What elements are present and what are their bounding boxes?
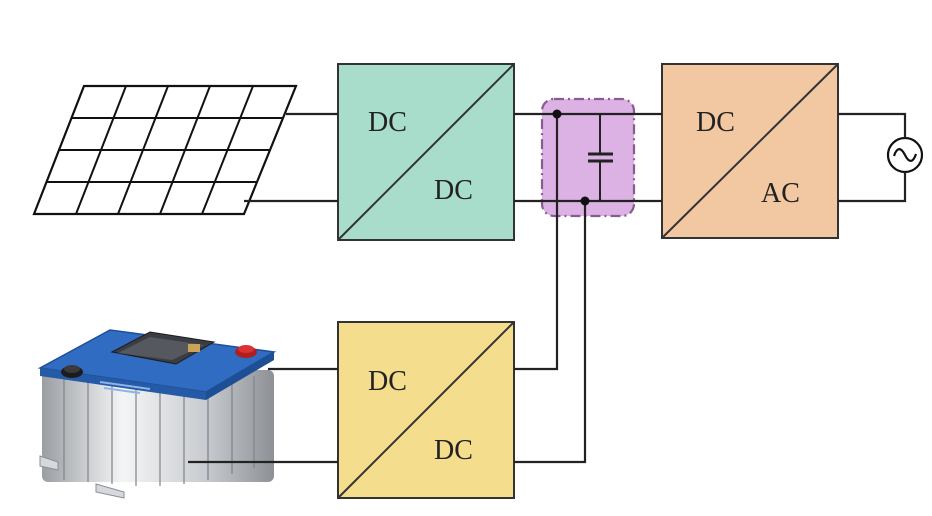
storage-dcdc-diagonal — [337, 321, 515, 499]
inverter-input-label: DC — [696, 107, 735, 138]
pv-dcdc-diagonal — [337, 63, 515, 241]
inverter-output-label: AC — [761, 178, 800, 209]
solar-panel-icon — [32, 84, 298, 216]
wire-ac-top — [838, 112, 907, 138]
storage-dcdc-input-label: DC — [368, 366, 407, 397]
dc-link-capacitor — [540, 97, 636, 218]
wiring — [188, 109, 907, 464]
supercapacitor-module-icon — [37, 329, 277, 499]
capacitor-icon — [588, 114, 613, 201]
junction-bottom — [580, 196, 590, 206]
ac-source-icon — [886, 136, 924, 174]
pv-dcdc-input-label: DC — [368, 107, 407, 138]
dc-link-box — [540, 97, 636, 218]
junction-top — [552, 109, 562, 119]
wire-drop-top — [514, 114, 559, 371]
pv-dcdc-output-label: DC — [434, 175, 473, 206]
inverter-diagonal — [661, 63, 839, 239]
pv-dcdc-converter: DC DC — [337, 63, 515, 241]
wire-drop-bottom — [514, 201, 587, 464]
inverter-converter: DC AC — [661, 63, 839, 239]
wire-ac-bottom — [838, 172, 907, 203]
storage-dcdc-converter: DC DC — [337, 321, 515, 499]
storage-dcdc-output-label: DC — [434, 435, 473, 466]
